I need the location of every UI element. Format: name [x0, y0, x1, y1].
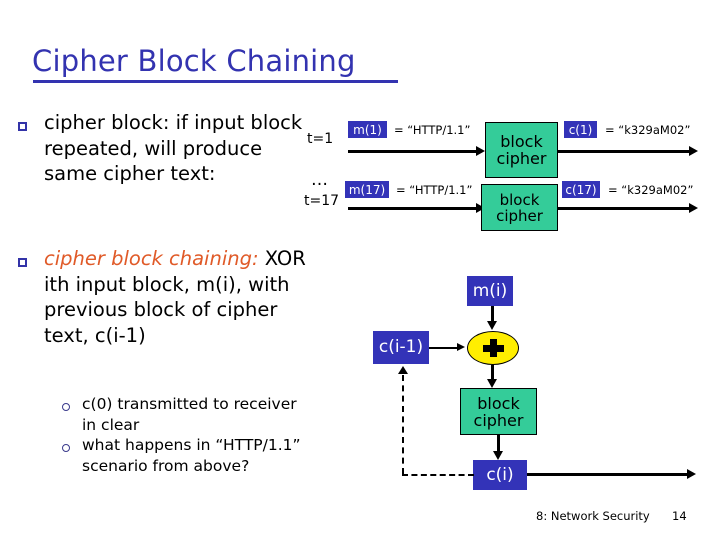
ecb-arrow-in-1-head: [476, 146, 485, 156]
cbc-arrow-prev-to-xor-head: [457, 343, 465, 351]
ecb-block-cipher-box-1: block cipher: [485, 122, 558, 178]
ecb-block-cipher-box-17: block cipher: [481, 184, 558, 231]
ecb-block-cipher-line1: block: [500, 132, 543, 151]
bullet-marker-square: [18, 122, 27, 131]
cbc-arrow-cipher-to-out: [497, 435, 500, 453]
bullet-marker-square: [18, 258, 27, 267]
footer-label: 8: Network Security: [536, 509, 650, 523]
sub-bullet-item-c0-transmitted: c(0) transmitted to receiver in clear: [82, 395, 297, 434]
ecb-plaintext-value-1: = “HTTP/1.1”: [394, 123, 471, 137]
sub-bullet-marker-circle: [62, 444, 70, 452]
bullet-highlight-label: cipher block chaining:: [44, 247, 259, 270]
cbc-arrow-xor-to-cipher-head: [487, 379, 497, 388]
sub-bullet-marker-circle: [62, 403, 70, 411]
cbc-arrow-cipher-to-out-head: [493, 451, 503, 460]
ecb-arrow-in-17: [348, 207, 476, 210]
cbc-feedback-dashed-vertical: [402, 375, 404, 474]
bullet-item-cipher-block: cipher block: if input block repeated, w…: [44, 111, 303, 185]
cbc-arrow-output-right: [527, 473, 687, 476]
cbc-block-cipher-line2: cipher: [473, 410, 524, 430]
cbc-message-node: m(i): [467, 276, 513, 306]
cbc-arrow-m-to-xor: [491, 306, 494, 323]
cbc-feedback-dashed-horizontal: [402, 474, 474, 476]
cbc-arrow-m-to-xor-head: [487, 321, 497, 330]
ecb-block-cipher-line2: cipher: [496, 149, 547, 168]
ecb-block-cipher-17-line2: cipher: [496, 206, 543, 225]
ecb-time-label-t1: t=1: [307, 131, 334, 147]
cbc-feedback-arrow-head: [398, 366, 408, 374]
ecb-block-cipher-17-line1: block: [499, 190, 540, 209]
footer-page-number: 14: [672, 509, 687, 523]
cbc-block-cipher-line1: block: [477, 393, 520, 413]
ecb-arrow-out-17: [558, 207, 689, 210]
bullet-body-text: XOR ith input block, m(i), with previous…: [44, 247, 306, 347]
cbc-arrow-prev-to-xor: [429, 347, 459, 349]
ecb-time-label-t17: t=17: [304, 193, 340, 209]
ecb-ciphertext-node-c1: c(1): [564, 121, 597, 138]
ecb-ciphertext-value-17: = “k329aM02”: [608, 183, 694, 197]
ecb-arrow-out-1: [558, 150, 689, 153]
ecb-arrow-in-1: [348, 150, 476, 153]
ecb-ellipsis: …: [311, 170, 330, 190]
ecb-plaintext-node-m1: m(1): [348, 121, 387, 138]
cbc-prev-cipher-node: c(i-1): [373, 331, 429, 364]
ecb-ciphertext-value-1: = “k329aM02”: [605, 123, 691, 137]
ecb-ciphertext-node-c17: c(17): [562, 181, 600, 198]
ecb-plaintext-node-m17: m(17): [345, 181, 389, 198]
title-underline: [33, 80, 398, 83]
bullet-item-cipher-block-chaining: cipher block chaining: XOR ith input blo…: [44, 246, 314, 348]
ecb-arrow-out-17-head: [689, 203, 698, 213]
ecb-plaintext-value-17: = “HTTP/1.1”: [396, 183, 473, 197]
cbc-xor-plus-icon: [481, 339, 505, 357]
cbc-output-node: c(i): [473, 460, 527, 490]
sub-bullet-item-http-scenario: what happens in “HTTP/1.1” scenario from…: [82, 436, 301, 475]
cbc-arrow-xor-to-cipher: [491, 365, 494, 381]
ecb-arrow-in-17-head: [476, 203, 485, 213]
page-title: Cipher Block Chaining: [32, 44, 356, 78]
ecb-arrow-out-1-head: [689, 146, 698, 156]
cbc-arrow-output-right-head: [687, 469, 696, 479]
cbc-block-cipher-box: block cipher: [460, 388, 537, 435]
